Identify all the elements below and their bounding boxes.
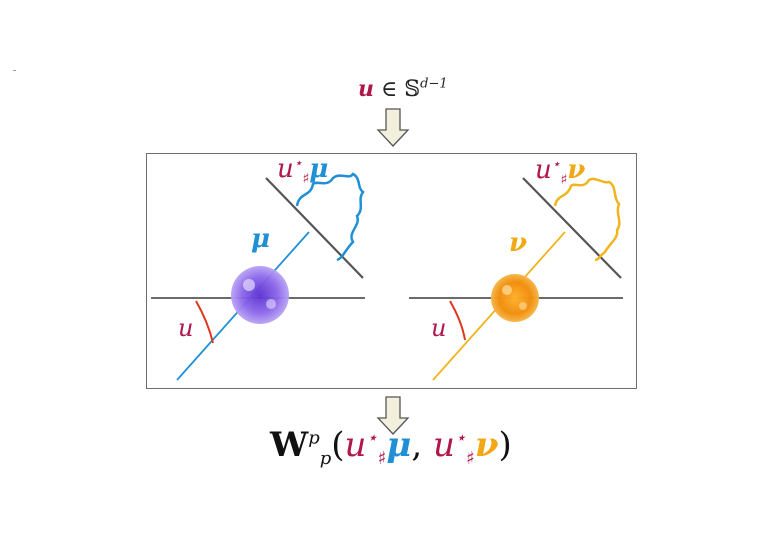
angle-label-left: u [178,314,194,342]
stray-mark [13,70,16,71]
down-arrow-icon [376,396,410,435]
pushforward-mu-label: u⋆♯μ [277,154,329,188]
measure-mu-label: μ [251,224,271,254]
angle-arc-right [449,300,466,341]
projection-panel: u⋆♯μ μ u u⋆♯ν ν u [146,153,637,389]
angle-label-right: u [431,314,447,342]
projection-axis-left [265,177,364,279]
measure-mu-blob [231,266,289,324]
blob-highlight [243,279,255,291]
top-equation: u ∈ 𝕊d−1 [358,76,448,102]
projected-density-mu [295,172,365,262]
blob-highlight [266,299,276,309]
measure-nu-blob [491,274,539,322]
wasserstein-symbol: W [270,425,309,465]
sphere-dimension: d−1 [420,76,448,92]
angle-arc-left [195,300,214,344]
projection-illustration [151,172,623,381]
blob-highlight [502,285,512,295]
measure-nu-label: ν [509,228,528,258]
wasserstein-equation: Wpp(u⋆♯μ, u⋆♯ν) [270,425,512,469]
projected-density-nu [553,177,621,262]
pushforward-nu-label: u⋆♯ν [535,155,586,189]
blob-highlight [519,302,527,310]
direction-variable: u [358,76,374,102]
projection-axis-right [522,177,622,279]
down-arrow-icon [376,108,410,147]
sphere-symbol: ∈ 𝕊 [374,77,421,102]
